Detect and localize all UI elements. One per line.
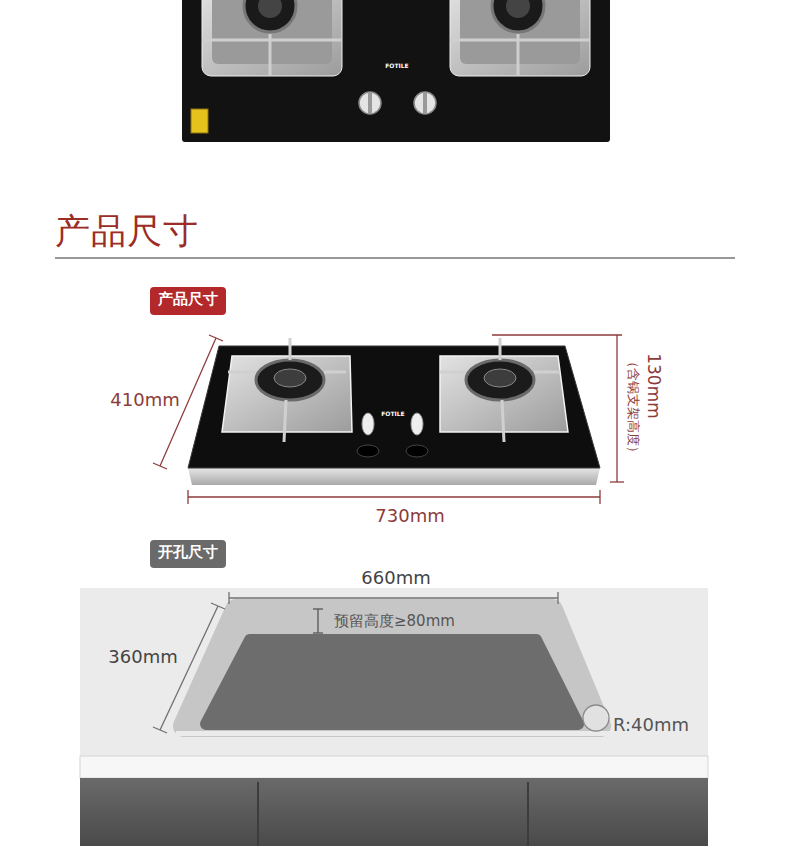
section-badge: 开孔尺寸 bbox=[150, 540, 226, 568]
stove-top-view-part bbox=[492, 0, 544, 32]
stove-top-view-part bbox=[450, 0, 590, 76]
stove-top-view-part bbox=[191, 109, 208, 133]
stove-top-view-part bbox=[258, 0, 282, 18]
countertop-cutout-part bbox=[527, 782, 529, 846]
dimension-lines-part bbox=[209, 335, 223, 341]
stove-perspective-part bbox=[228, 338, 560, 442]
stove-perspective-part bbox=[274, 369, 306, 387]
cutout-dimension-lines-part bbox=[153, 727, 167, 733]
section-heading: 产品尺寸 bbox=[55, 211, 199, 251]
dimension-lines-part bbox=[616, 335, 617, 482]
stove-perspective-part bbox=[188, 468, 600, 485]
dimension-label: 660mm bbox=[361, 568, 430, 589]
stove-top-view-part bbox=[450, 39, 590, 42]
stove-perspective-part-part bbox=[440, 338, 560, 442]
stove-perspective-part bbox=[256, 360, 324, 400]
countertop-cutout-part bbox=[257, 782, 259, 846]
countertop-cutout-part bbox=[176, 731, 612, 736]
stove-top-view-part bbox=[414, 92, 436, 114]
countertop-cutout-part bbox=[80, 588, 708, 758]
dimension-note: （含锅支架高度） bbox=[626, 355, 641, 459]
stove-top-view-part bbox=[517, 34, 520, 76]
stove-top-view-part bbox=[368, 92, 372, 114]
dimension-note: 预留高度≥80mm bbox=[334, 613, 455, 630]
stove-top-view-part bbox=[423, 92, 427, 114]
stove-perspective-part bbox=[222, 356, 352, 432]
stove-top-view-part bbox=[244, 0, 296, 32]
cutout-dimension-lines-part bbox=[160, 606, 218, 730]
cutout-dimension-lines bbox=[153, 592, 609, 733]
cutout-dimension-lines-part bbox=[557, 592, 558, 604]
countertop-cutout-part bbox=[184, 610, 600, 726]
cutout-dimension-lines-part bbox=[229, 597, 558, 598]
stove-perspective-part bbox=[466, 360, 534, 400]
dimension-label: 410mm bbox=[110, 390, 179, 411]
cutout-dimension-lines-part bbox=[317, 609, 318, 633]
stove-top-view-part bbox=[202, 39, 342, 42]
dimension-label: R:40mm bbox=[613, 715, 689, 736]
dimension-lines-part bbox=[187, 490, 188, 504]
stove-top-view-part bbox=[506, 0, 530, 18]
countertop-cutout-part bbox=[80, 756, 708, 778]
dimension-lines-part bbox=[188, 496, 600, 497]
dimension-label: 130mm bbox=[643, 353, 663, 419]
badge-text: 开孔尺寸 bbox=[158, 544, 218, 561]
badge-text: 产品尺寸 bbox=[158, 291, 218, 308]
countertop-cutout-part bbox=[80, 778, 708, 846]
cutout-dimension-lines-part bbox=[228, 592, 229, 604]
stove-top-view-part bbox=[202, 0, 342, 76]
stove-perspective-part bbox=[406, 445, 428, 457]
stove-perspective-part bbox=[484, 369, 516, 387]
stove-perspective-part bbox=[362, 413, 374, 435]
dimension-lines-part bbox=[153, 463, 167, 469]
stove-perspective-part bbox=[411, 413, 423, 435]
stove-top-view-part bbox=[359, 92, 381, 114]
countertop-cutout bbox=[80, 588, 708, 846]
cutout-dimension-lines-part bbox=[313, 632, 323, 633]
dimension-label: 730mm bbox=[375, 506, 444, 527]
brand-logo: FOTILE bbox=[385, 63, 408, 70]
countertop-cutout-part bbox=[206, 640, 578, 724]
stove-perspective-part bbox=[188, 346, 600, 468]
dimension-lines-part bbox=[492, 334, 622, 335]
heading-rule bbox=[55, 257, 735, 258]
section-badge: 产品尺寸 bbox=[150, 287, 226, 315]
cutout-dimension-lines-part bbox=[211, 603, 225, 609]
dimension-lines-part bbox=[599, 490, 600, 504]
stove-perspective bbox=[188, 338, 600, 485]
brand-logo: FOTILE bbox=[381, 411, 404, 418]
stove-top-view-part bbox=[269, 34, 272, 76]
cutout-dimension-lines-part bbox=[583, 705, 609, 731]
dimension-lines-part bbox=[610, 481, 624, 482]
stove-perspective-part bbox=[357, 445, 379, 457]
dimension-label: 360mm bbox=[108, 647, 177, 668]
cutout-dimension-lines-part bbox=[313, 608, 323, 609]
stove-top-view bbox=[182, 0, 610, 142]
stove-perspective-part-part bbox=[228, 338, 346, 442]
dimension-lines bbox=[153, 335, 624, 504]
